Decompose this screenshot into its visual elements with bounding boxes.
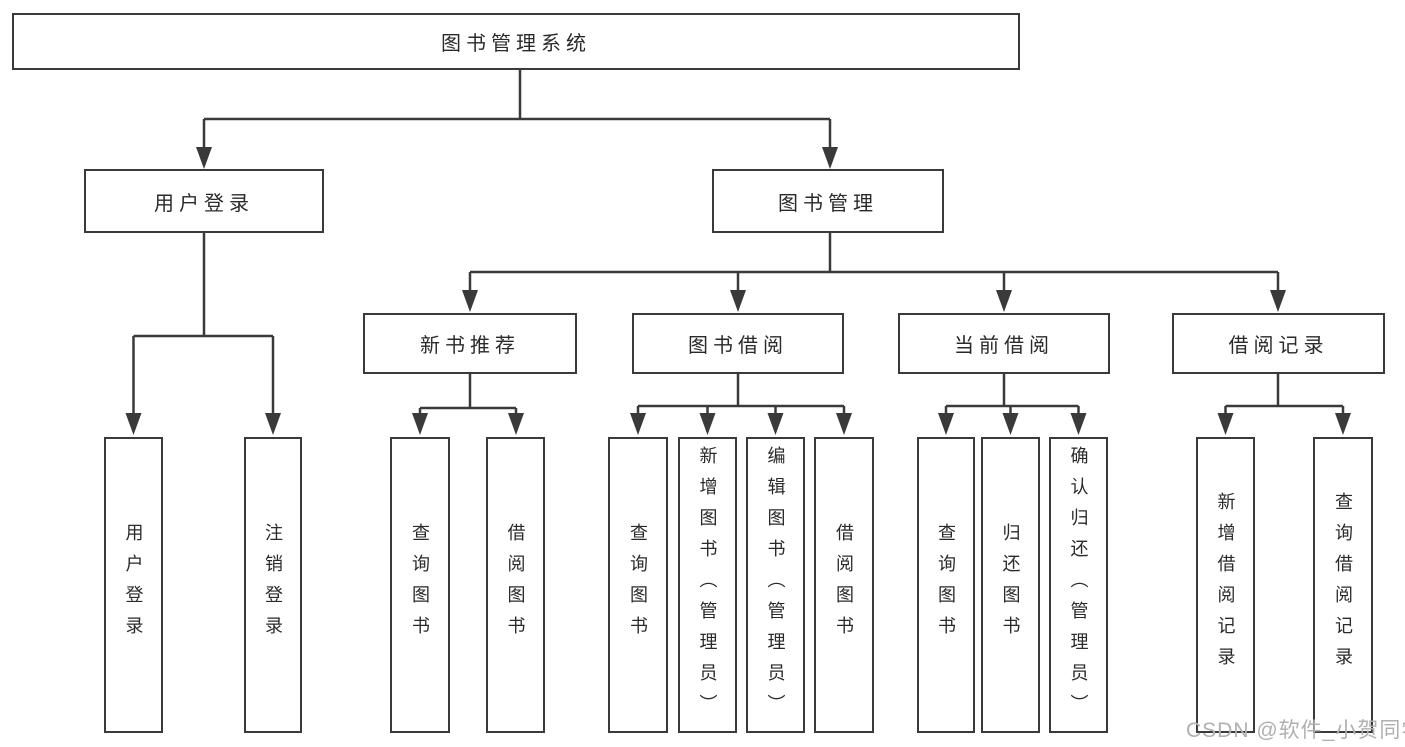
connector-user-login-branch xyxy=(132,233,275,414)
node-borrowing-records: 借阅记录 xyxy=(1172,313,1385,374)
arrowhead xyxy=(508,413,524,435)
arrowhead xyxy=(1217,413,1234,435)
arrowhead xyxy=(699,413,716,435)
arrowhead xyxy=(412,413,428,435)
node-user-login-branch: 用户登录 xyxy=(84,169,324,233)
leaf-logout: 注销登录 xyxy=(244,437,302,733)
arrowhead xyxy=(196,147,212,169)
connector-borrowing-branch xyxy=(636,374,846,414)
leaf-query-books-current: 查询图书 xyxy=(917,437,975,733)
connector-recommend-branch xyxy=(418,374,518,414)
leaf-edit-books-admin: 编辑图书（管理员） xyxy=(746,437,805,733)
leaf-borrow-books-recommend: 借阅图书 xyxy=(486,437,545,733)
leaf-query-books-borrowing: 查询图书 xyxy=(608,437,668,733)
arrowhead xyxy=(1002,413,1019,435)
arrowhead xyxy=(1070,413,1087,435)
connector-book-mgmt-branch xyxy=(468,233,1280,291)
arrowhead xyxy=(730,290,746,312)
leaf-query-borrow-record: 查询借阅记录 xyxy=(1313,437,1373,733)
csdn-watermark: CSDN @软件_小贺同学 xyxy=(1186,719,1405,742)
arrowhead xyxy=(125,413,142,435)
arrowhead xyxy=(630,413,646,435)
node-current-borrowing: 当前借阅 xyxy=(898,313,1110,374)
leaf-add-borrow-record: 新增借阅记录 xyxy=(1196,437,1255,733)
arrowhead xyxy=(996,290,1012,312)
leaf-query-books-recommend: 查询图书 xyxy=(390,437,450,733)
leaf-add-books-admin: 新增图书（管理员） xyxy=(678,437,737,733)
arrowhead xyxy=(462,290,478,312)
node-new-book-recommend: 新书推荐 xyxy=(363,313,577,374)
arrowhead xyxy=(822,147,838,169)
node-book-borrowing: 图书借阅 xyxy=(632,313,844,374)
arrowhead xyxy=(767,413,784,435)
arrowhead xyxy=(265,413,281,435)
node-book-management-system: 图书管理系统 xyxy=(12,13,1020,70)
arrowhead xyxy=(1270,290,1286,312)
connector-records-branch xyxy=(1224,374,1345,414)
arrowhead xyxy=(938,413,954,435)
leaf-borrow-books-borrowing: 借阅图书 xyxy=(814,437,874,733)
leaf-return-books: 归还图书 xyxy=(981,437,1040,733)
arrowhead xyxy=(836,413,852,435)
arrowhead xyxy=(1335,413,1351,435)
leaf-user-login: 用户登录 xyxy=(104,437,163,733)
connector-current-branch xyxy=(944,374,1080,414)
connector-root-to-level1 xyxy=(202,70,832,148)
leaf-confirm-return-admin: 确认归还（管理员） xyxy=(1049,437,1108,733)
node-book-management-branch: 图书管理 xyxy=(712,169,944,233)
